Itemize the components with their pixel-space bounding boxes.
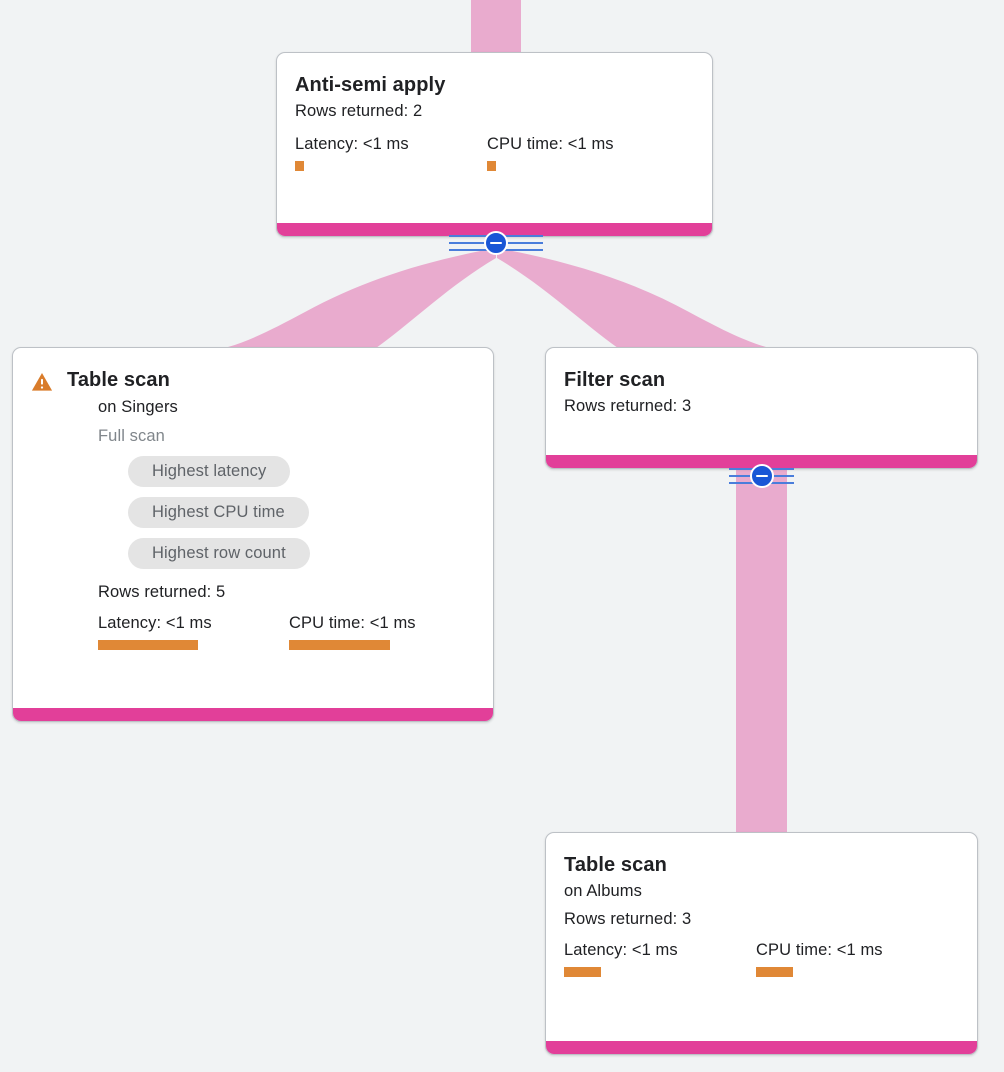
rows-returned-label: Rows returned: 3 — [564, 910, 692, 928]
metric-cpu-time: CPU time: <1 ms — [289, 613, 416, 650]
node-title-row: Filter scan — [564, 368, 959, 392]
node-title: Table scan — [564, 854, 667, 876]
metric-latency-label: Latency: <1 ms — [98, 614, 212, 632]
metric-cpu-time-bar — [289, 640, 390, 650]
node-title-row: Anti-semi apply — [295, 73, 694, 97]
metric-latency-label: Latency: <1 ms — [564, 941, 678, 959]
metric-cpu-time-bar — [756, 967, 793, 977]
metric-cpu-time-label: CPU time: <1 ms — [289, 614, 416, 632]
collapse-minus-icon[interactable] — [749, 464, 774, 488]
node-filter-scan[interactable]: Filter scan Rows returned: 3 — [545, 347, 978, 469]
badge-highest-latency[interactable]: Highest latency — [128, 456, 291, 487]
badge-list: Highest latency Highest CPU time Highest… — [98, 456, 475, 569]
node-title: Table scan — [67, 369, 170, 391]
badge-highest-cpu-time[interactable]: Highest CPU time — [128, 497, 309, 528]
node-footer-bar — [546, 455, 977, 468]
node-title-row: Table scan — [564, 853, 959, 877]
node-body: Table scan on Singers Full scan Highest … — [13, 348, 493, 721]
metric-cpu-time-bar — [487, 161, 496, 171]
node-body: Table scan on Albums Rows returned: 3 La… — [546, 833, 977, 1054]
metric-latency-bar — [564, 967, 601, 977]
collapse-minus-icon[interactable] — [484, 231, 508, 255]
node-subtitle: on Albums — [564, 882, 642, 900]
node-table-scan-singers[interactable]: Table scan on Singers Full scan Highest … — [12, 347, 494, 722]
node-anti-semi-apply[interactable]: Anti-semi apply Rows returned: 2 Latency… — [276, 52, 713, 237]
rows-returned-label: Rows returned: 3 — [564, 397, 692, 415]
node-body: Filter scan Rows returned: 3 — [546, 348, 977, 468]
node-footer-bar — [277, 223, 712, 236]
node-details: on Singers Full scan Highest latency Hig… — [31, 393, 475, 650]
metrics-row: Latency: <1 ms CPU time: <1 ms — [98, 613, 475, 650]
metric-latency-label: Latency: <1 ms — [295, 135, 409, 153]
toggle-filter-scan[interactable] — [729, 463, 794, 489]
metric-latency: Latency: <1 ms — [98, 613, 289, 650]
metrics-row: Latency: <1 ms CPU time: <1 ms — [564, 940, 959, 977]
metric-latency-bar — [295, 161, 304, 171]
edge-antisemi-to-filterscan — [497, 248, 766, 352]
metrics-row: Latency: <1 ms CPU time: <1 ms — [295, 134, 694, 171]
rows-returned-label: Rows returned: 5 — [98, 583, 226, 601]
edge-antisemi-to-tablescan-singers — [228, 248, 496, 352]
node-scan-type: Full scan — [98, 427, 165, 445]
metric-cpu-time-label: CPU time: <1 ms — [487, 135, 614, 153]
metric-cpu-time: CPU time: <1 ms — [756, 940, 883, 977]
metric-cpu-time: CPU time: <1 ms — [487, 134, 614, 171]
metric-latency: Latency: <1 ms — [564, 940, 756, 977]
node-footer-bar — [546, 1041, 977, 1054]
edge-filterscan-to-tablescan-albums — [736, 466, 787, 836]
toggle-anti-semi-apply[interactable] — [449, 230, 543, 256]
edge-incoming-root — [471, 0, 521, 52]
metric-cpu-time-label: CPU time: <1 ms — [756, 941, 883, 959]
badge-highest-row-count[interactable]: Highest row count — [128, 538, 310, 569]
node-title: Anti-semi apply — [295, 74, 446, 96]
warning-triangle-icon — [31, 373, 53, 391]
node-subtitle: on Singers — [98, 398, 178, 416]
node-table-scan-albums[interactable]: Table scan on Albums Rows returned: 3 La… — [545, 832, 978, 1055]
node-body: Anti-semi apply Rows returned: 2 Latency… — [277, 53, 712, 236]
node-footer-bar — [13, 708, 493, 721]
metric-latency: Latency: <1 ms — [295, 134, 487, 171]
node-title-row: Table scan — [31, 368, 475, 393]
rows-returned-label: Rows returned: 2 — [295, 102, 423, 120]
metric-latency-bar — [98, 640, 198, 650]
node-title: Filter scan — [564, 369, 666, 391]
